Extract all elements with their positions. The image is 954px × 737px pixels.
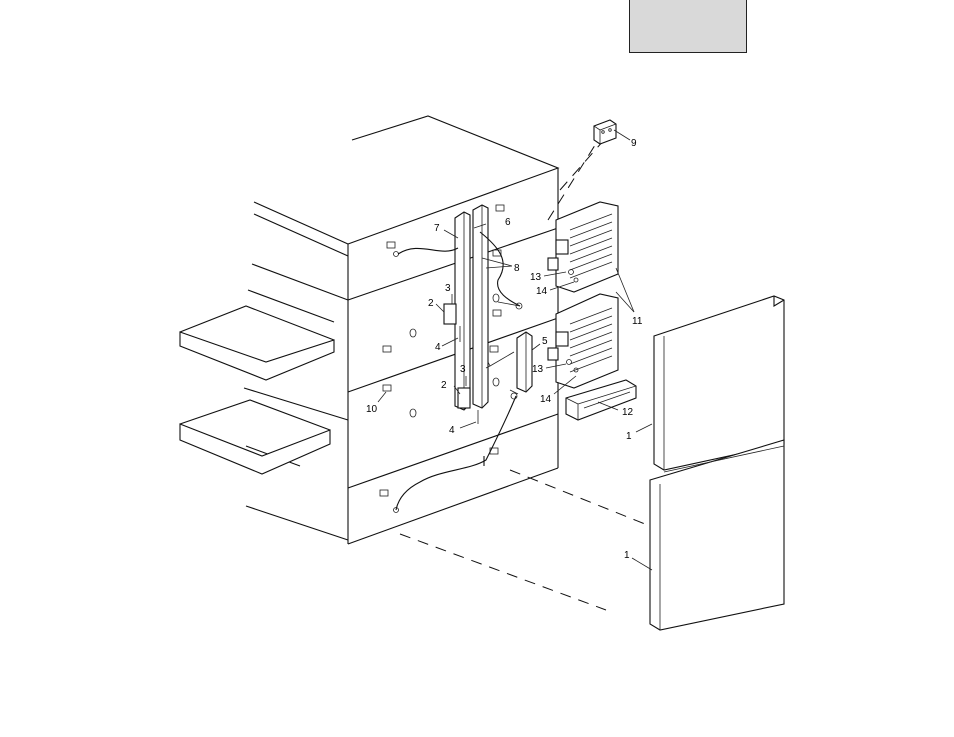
callout-4-lower: 4	[449, 425, 455, 436]
callout-4-upper: 4	[435, 342, 441, 353]
callout-6: 6	[505, 217, 511, 228]
callout-14-upper: 14	[536, 286, 548, 297]
callout-10: 10	[366, 404, 378, 415]
callout-12: 12	[622, 407, 634, 418]
callout-1-upper: 1	[626, 431, 632, 442]
oven-stack	[180, 116, 558, 544]
clip-part	[594, 120, 616, 144]
callout-9: 9	[631, 138, 637, 149]
callout-5: 5	[542, 336, 548, 347]
front-panels	[650, 296, 784, 630]
callout-14-lower: 14	[540, 394, 552, 405]
callout-3-lower: 3	[460, 364, 466, 375]
callout-7: 7	[434, 223, 440, 234]
callout-13-lower: 13	[532, 364, 544, 375]
callout-11: 11	[632, 316, 643, 327]
callout-2-upper: 2	[428, 298, 434, 309]
callout-1-lower: 1	[624, 550, 630, 561]
callout-8: 8	[514, 263, 520, 274]
callout-13-upper: 13	[530, 272, 542, 283]
callout-3-upper: 3	[445, 283, 451, 294]
callout-2-lower: 2	[441, 380, 447, 391]
